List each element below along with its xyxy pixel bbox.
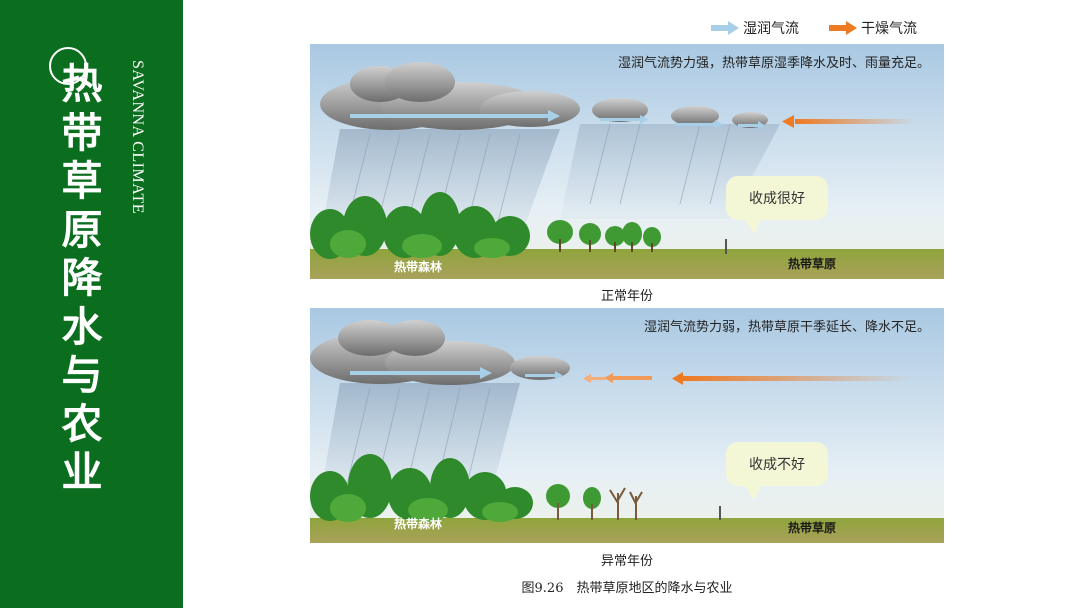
dry-airflow-arrow-icon — [829, 21, 857, 35]
wet-airflow-arrow-icon — [711, 21, 739, 35]
savanna-label: 热带草原 — [788, 521, 837, 535]
speech-bubble-tail-icon — [744, 218, 762, 234]
scene-illustration-normal — [310, 44, 944, 279]
panel-caption-abnormal: 异常年份 — [600, 554, 653, 569]
figure-caption: 图9.26 热带草原地区的降水与农业 — [521, 581, 733, 596]
legend-dry-label: 干燥气流 — [861, 21, 917, 37]
panel-description: 湿润气流势力弱，热带草原干季延长、降水不足。 — [643, 320, 930, 335]
legend-dry: 干燥气流 — [829, 18, 917, 38]
speech-bubble: 收成很好 — [726, 176, 828, 220]
panel-normal-year: 湿润气流势力强，热带草原湿季降水及时、雨量充足。 收成很好 热带森林 热带草原 — [310, 44, 944, 279]
forest-label: 热带森林 — [394, 517, 443, 531]
sidebar: 热带草原降水与农业 SAVANNA CLIMATE — [0, 0, 183, 608]
panel-description: 湿润气流势力强，热带草原湿季降水及时、雨量充足。 — [617, 56, 930, 71]
legend-wet: 湿润气流 — [711, 18, 799, 38]
forest-label: 热带森林 — [394, 260, 443, 274]
slide-subtitle: SAVANNA CLIMATE — [129, 60, 146, 215]
legend-wet-label: 湿润气流 — [743, 21, 799, 37]
speech-bubble-tail-icon — [744, 484, 762, 500]
scene-illustration-abnormal — [310, 308, 944, 543]
decorative-circle-icon — [49, 47, 87, 85]
savanna-label: 热带草原 — [788, 257, 837, 271]
panel-caption-normal: 正常年份 — [600, 289, 653, 304]
legend: 湿润气流 干燥气流 — [711, 19, 947, 37]
panel-abnormal-year: 湿润气流势力弱，热带草原干季延长、降水不足。 收成不好 热带森林 热带草原 — [310, 308, 944, 543]
speech-bubble: 收成不好 — [726, 442, 828, 486]
slide-title: 热带草原降水与农业 — [61, 60, 103, 496]
